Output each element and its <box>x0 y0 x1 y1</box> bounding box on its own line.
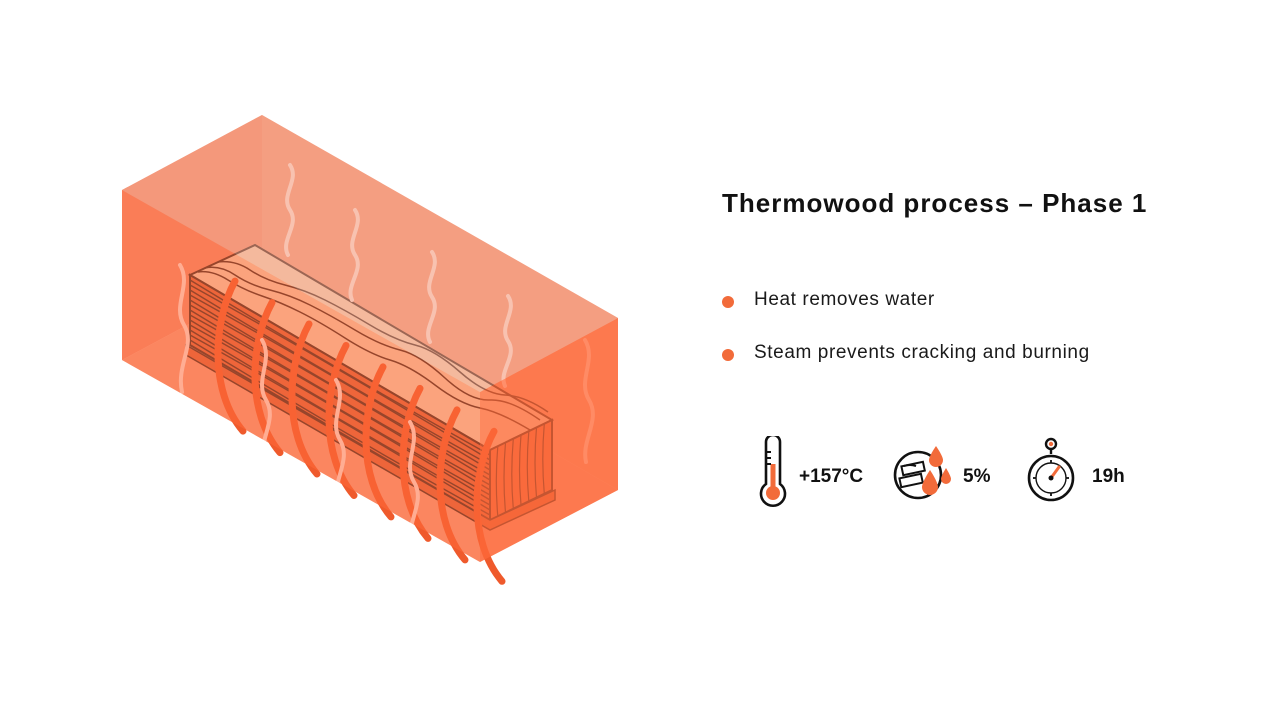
temperature-stat: +157°C <box>754 436 874 516</box>
page-title: Thermowood process – Phase 1 <box>722 188 1148 218</box>
process-stats: +157°C 5% <box>754 436 1154 516</box>
duration-stat: 19h <box>1026 436 1136 516</box>
chamber-front-left-face <box>122 190 480 562</box>
kiln-chamber-diagram <box>122 115 618 585</box>
bullet-dot-icon <box>722 349 734 361</box>
bullet-item: Steam prevents cracking and burning <box>722 342 1262 395</box>
bullet-text: Heat removes water <box>754 289 935 310</box>
bullet-list: Heat removes water Steam prevents cracki… <box>722 289 1262 395</box>
moisture-value: 5% <box>963 466 991 487</box>
bullet-text: Steam prevents cracking and burning <box>754 342 1090 363</box>
bullet-dot-icon <box>722 296 734 308</box>
chamber-front-right-face <box>480 318 618 562</box>
duration-value: 19h <box>1092 466 1125 487</box>
process-info: Thermowood process – Phase 1 Heat remove… <box>722 188 1262 395</box>
stopwatch-icon <box>1027 437 1075 502</box>
chamber-top-face <box>122 115 618 392</box>
temperature-value: +157°C <box>799 466 864 487</box>
bullet-item: Heat removes water <box>722 289 1262 342</box>
wood-moisture-icon <box>893 446 951 500</box>
moisture-stat: 5% <box>892 436 1002 516</box>
thermometer-icon <box>759 436 787 507</box>
kiln-illustration <box>122 115 618 585</box>
